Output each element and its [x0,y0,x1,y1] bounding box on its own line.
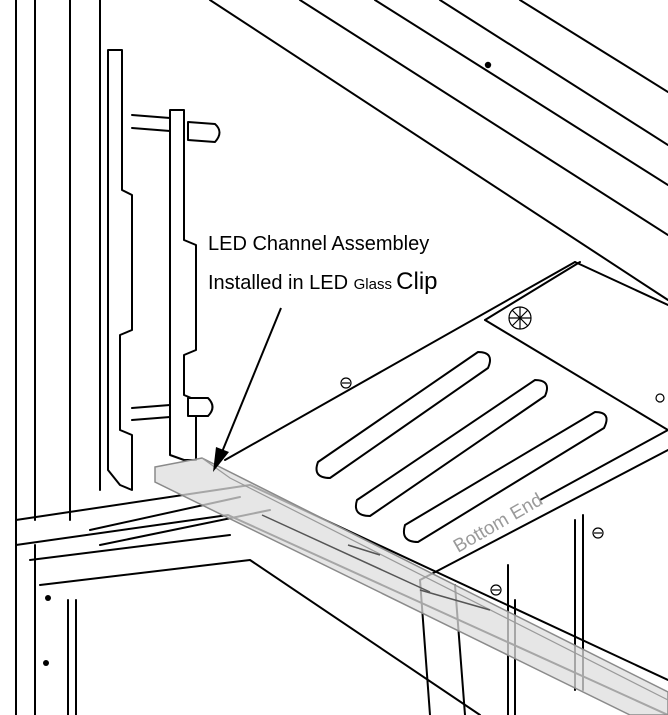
led-channel-assembly [154,457,668,715]
callout-line-1: LED Channel Assembley [208,233,429,255]
callout-line-2-glass: Glass [354,276,397,293]
top-frame [209,0,668,301]
left-frame [15,0,101,521]
glass-clip-brackets [107,49,221,491]
callout-line-2-prefix: Installed in LED [208,272,354,294]
callout-line-2: Installed in LED Glass Clip [208,268,438,295]
deck-panel [224,261,668,596]
louvers [315,351,608,543]
callout-arrow [213,307,282,472]
callout-line-2-clip: Clip [396,268,437,295]
